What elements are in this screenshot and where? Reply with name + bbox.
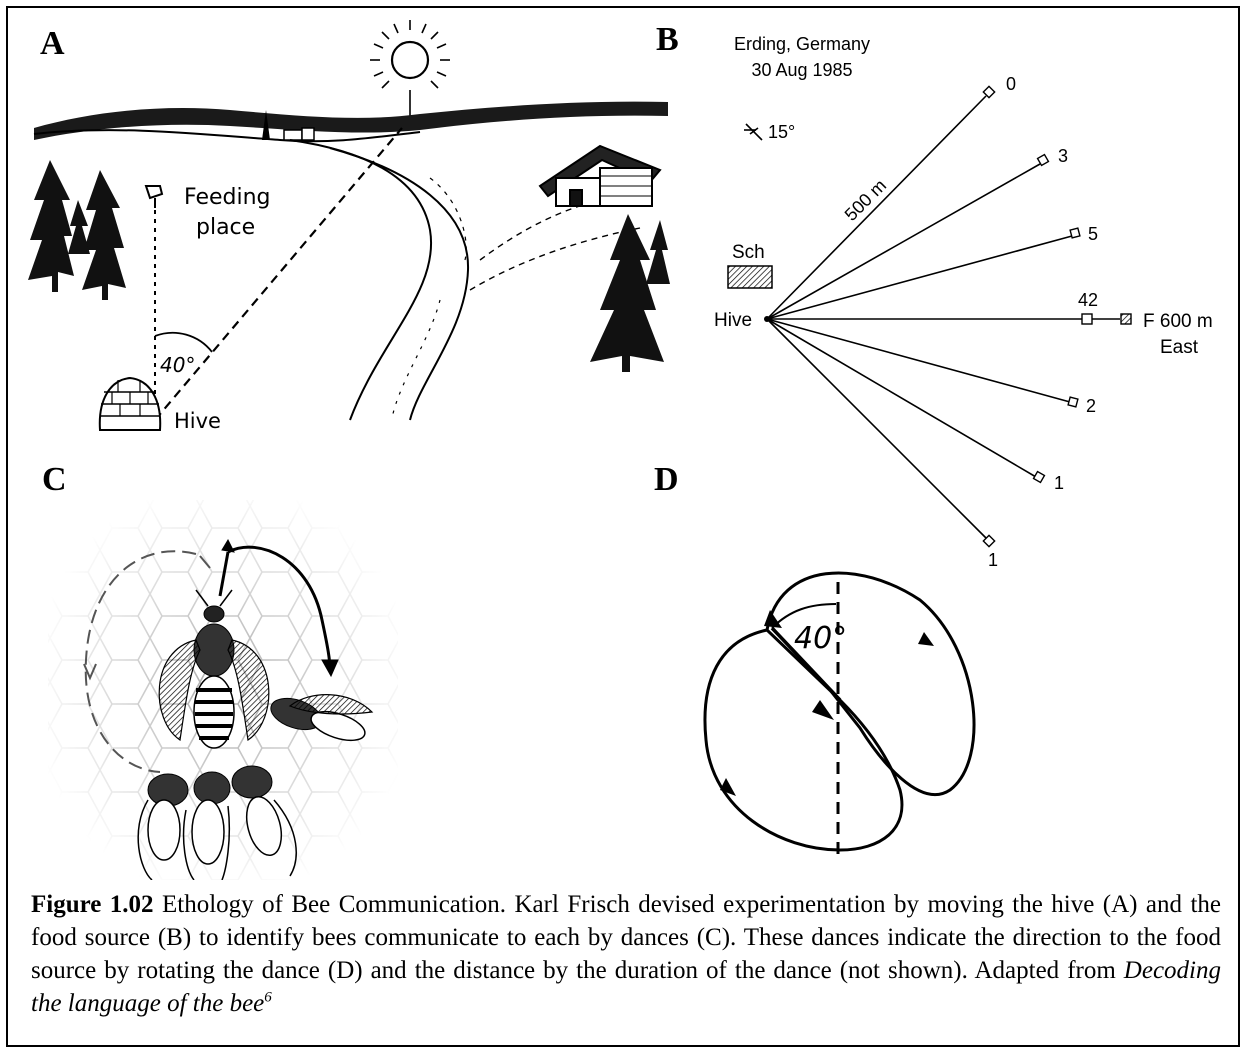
feeder-distance-label: F 600 m [1143, 311, 1213, 332]
feeding-place-label: Feeding [184, 185, 271, 210]
count-3: 3 [1058, 146, 1068, 166]
caption-text: Ethology of Bee Communication. Karl Fris… [31, 891, 1221, 984]
horizon-hills [34, 102, 668, 142]
figure-illustration: A [0, 0, 1248, 880]
feeding-place-icon [146, 186, 162, 208]
barn [540, 146, 660, 206]
angle-arc-a [155, 333, 212, 352]
hive-label-b: Hive [714, 310, 752, 331]
panel-b: B Erding, Germany 30 Aug 1985 15° Sch Hi… [656, 21, 1213, 570]
count-1b: 1 [988, 550, 998, 570]
panel-a-letter: A [40, 25, 65, 62]
pine-trees-right [590, 214, 670, 372]
sun-icon [370, 20, 450, 100]
count-5: 5 [1088, 224, 1098, 244]
location-label: Erding, Germany [734, 34, 870, 54]
panel-a: A [28, 20, 670, 433]
panel-c: C [42, 461, 398, 880]
pine-trees-left [28, 160, 126, 300]
hive-icon [100, 378, 160, 430]
panel-b-letter: B [656, 21, 679, 58]
count-0: 0 [1006, 74, 1016, 94]
sch-building [728, 266, 772, 288]
count-42: 42 [1078, 290, 1098, 310]
count-2: 2 [1086, 396, 1096, 416]
caption-label: Figure 1.02 [31, 891, 154, 918]
panel-d: D 40° [654, 461, 974, 858]
sch-label: Sch [732, 242, 765, 263]
angle-label-d: 40° [794, 621, 847, 656]
angle-label-a: 40° [160, 353, 195, 377]
caption-ref: 6 [264, 990, 272, 1006]
figure-caption: Figure 1.02 Ethology of Bee Communicatio… [31, 888, 1221, 1020]
panel-c-letter: C [42, 461, 67, 498]
feeding-place-label-2: place [196, 215, 255, 240]
date-label: 30 Aug 1985 [751, 60, 852, 80]
panel-d-letter: D [654, 461, 679, 498]
wind-icon [744, 124, 762, 140]
waggle-dance-figure [705, 573, 974, 858]
feeder-direction-label: East [1160, 337, 1199, 358]
wind-label: 15° [768, 122, 795, 142]
count-1a: 1 [1054, 473, 1064, 493]
hive-label-a: Hive [174, 409, 221, 433]
